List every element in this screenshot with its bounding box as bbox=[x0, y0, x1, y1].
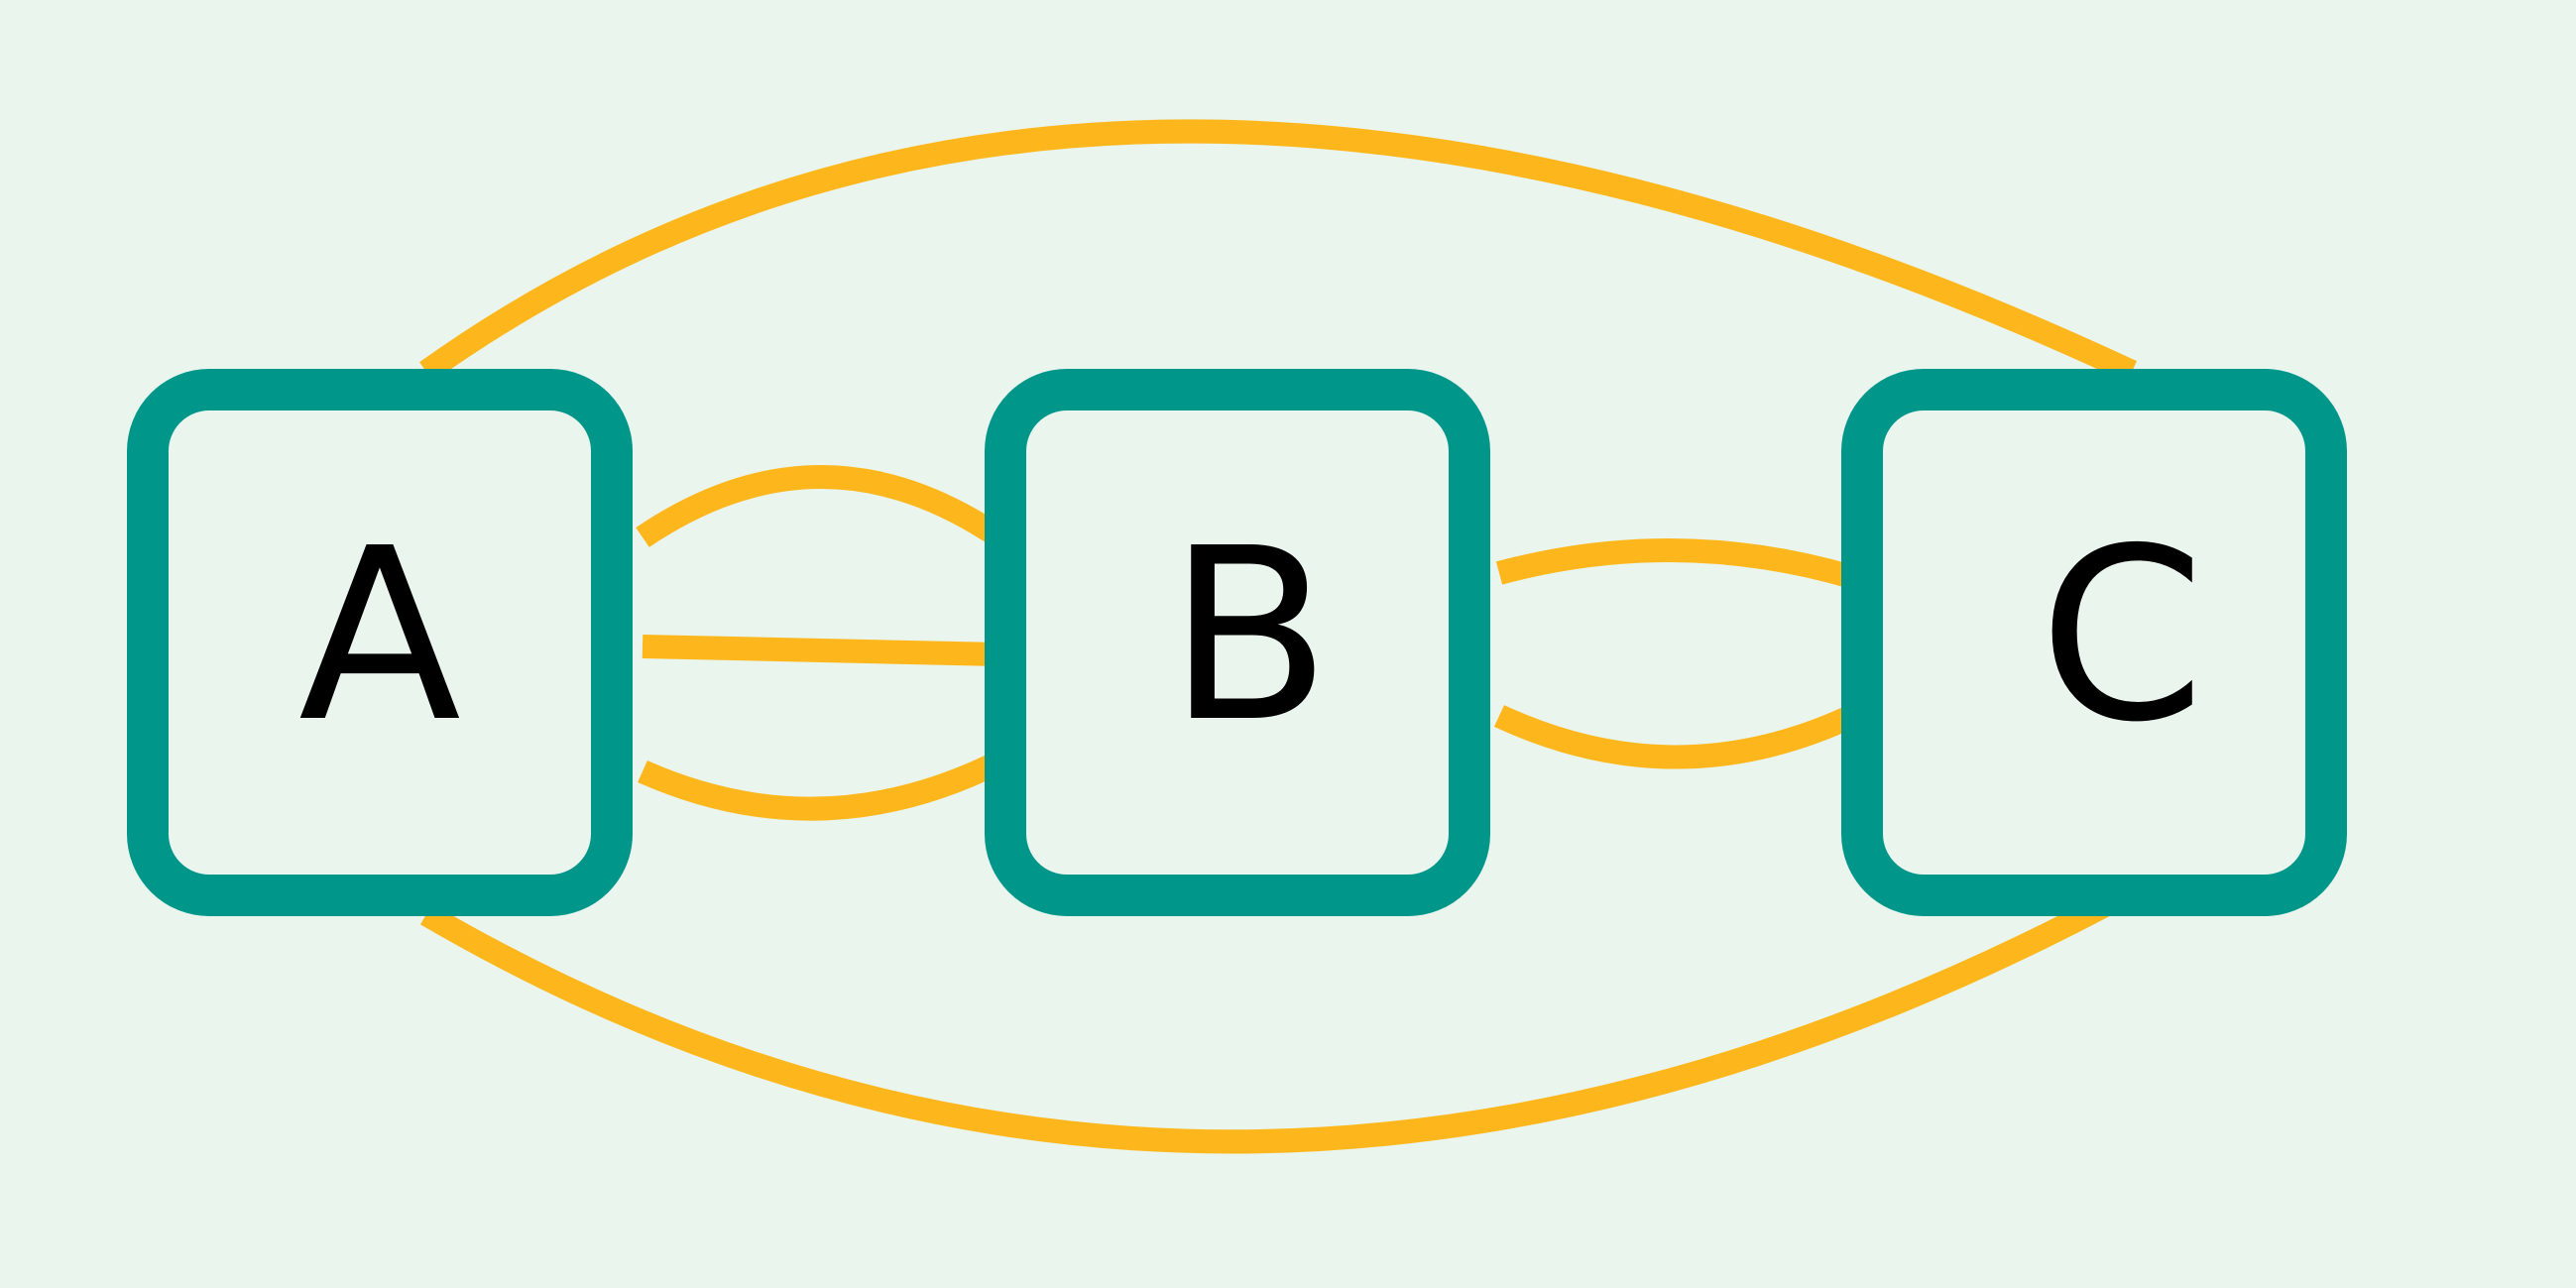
edges bbox=[419, 119, 2167, 1154]
node-c: C bbox=[1841, 369, 2347, 916]
edge-a-c-arc-up bbox=[419, 119, 2138, 383]
edge-a-c-arc-down bbox=[419, 864, 2167, 1154]
node-c-label: C bbox=[2039, 497, 2205, 774]
node-b-label: B bbox=[1168, 497, 1332, 774]
node-b-box bbox=[985, 369, 1490, 916]
edge-a-b-arc-up bbox=[636, 465, 1006, 547]
node-a-label: A bbox=[298, 497, 461, 774]
edge-a-b-arc-down bbox=[638, 751, 1005, 821]
node-a-box bbox=[127, 369, 633, 916]
edge-b-c-arc-down bbox=[1493, 705, 1858, 769]
node-b: B bbox=[985, 369, 1490, 916]
node-c-box bbox=[1841, 369, 2347, 916]
edge-a-b-straight bbox=[642, 635, 1000, 666]
node-a: A bbox=[127, 369, 633, 916]
edge-b-c-arc-up bbox=[1495, 538, 1856, 589]
